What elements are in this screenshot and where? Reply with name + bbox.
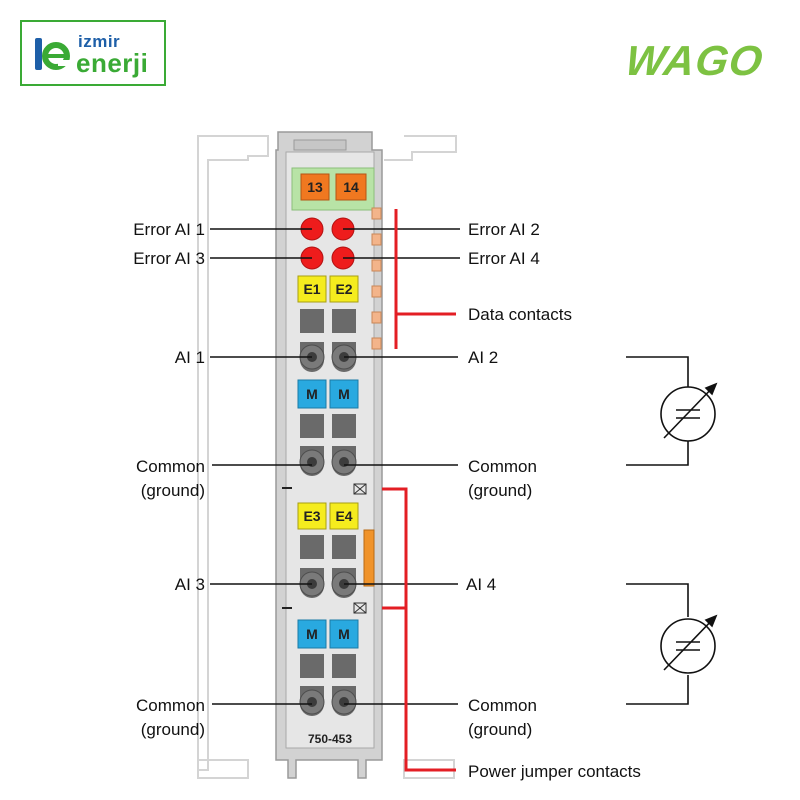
label-common-right-2: Common [468, 696, 537, 715]
terminal-common-3 [299, 686, 325, 716]
terminal-common-2 [331, 446, 357, 476]
tag-e2-label: E2 [335, 281, 352, 297]
power-jumper-bracket [382, 487, 456, 772]
logo-text-enerji: enerji [76, 48, 149, 78]
tag-m-label: M [338, 386, 350, 402]
label-ground-left-1: (ground) [141, 481, 205, 500]
tag-m: M [329, 619, 359, 649]
label-common-left-1: Common [136, 457, 205, 476]
label-ai4: AI 4 [466, 575, 496, 594]
tag-e2: E2 [329, 275, 359, 303]
label-data-contacts: Data contacts [468, 305, 572, 324]
tag-14: 14 [335, 173, 367, 201]
label-common-left-2: Common [136, 696, 205, 715]
tag-m-label: M [306, 386, 318, 402]
model-number: 750-453 [308, 732, 352, 746]
terminal-ai3 [299, 568, 325, 598]
release-slots [300, 654, 356, 678]
release-slots [300, 535, 356, 559]
tag-e4: E4 [329, 502, 359, 530]
power-jumper-marker [353, 483, 367, 495]
izmir-enerji-logo: izmir enerji [20, 20, 166, 86]
label-error-ai4: Error AI 4 [468, 249, 540, 268]
tag-e1-label: E1 [303, 281, 320, 297]
tag-m-label: M [338, 626, 350, 642]
release-slots [300, 309, 356, 333]
tag-14-label: 14 [343, 179, 359, 195]
label-error-ai2: Error AI 2 [468, 220, 540, 239]
tag-13-label: 13 [307, 179, 323, 195]
tag-m: M [297, 379, 327, 409]
label-ai2: AI 2 [468, 348, 498, 367]
label-ground-right-2: (ground) [468, 720, 532, 739]
tag-e4-label: E4 [335, 508, 352, 524]
label-ai1: AI 1 [175, 348, 205, 367]
ie-logo-icon [35, 38, 70, 70]
terminal-ai4 [331, 568, 357, 598]
tag-13: 13 [300, 173, 330, 201]
tag-m-label: M [306, 626, 318, 642]
label-ground-right-1: (ground) [468, 481, 532, 500]
terminal-common-4 [331, 686, 357, 716]
data-contact-pins [371, 207, 382, 350]
label-error-ai3: Error AI 3 [133, 249, 205, 268]
tag-e3: E3 [297, 502, 327, 530]
power-jumper-marker [353, 602, 367, 614]
tag-e3-label: E3 [303, 508, 320, 524]
tag-e1: E1 [297, 275, 327, 303]
leader-lines [210, 228, 460, 705]
label-error-ai1: Error AI 1 [133, 220, 205, 239]
sensor-symbol-2 [626, 583, 718, 705]
label-ai3: AI 3 [175, 575, 205, 594]
release-slots [300, 414, 356, 438]
label-ground-left-2: (ground) [141, 720, 205, 739]
tag-m: M [297, 619, 327, 649]
power-jumper-strip [363, 529, 375, 587]
label-common-right-1: Common [468, 457, 537, 476]
sensor-symbol-1 [626, 356, 718, 466]
tag-m: M [329, 379, 359, 409]
logo-text-izmir: izmir [78, 32, 121, 51]
data-contacts-bracket [394, 209, 456, 349]
label-power-jumper-contacts: Power jumper contacts [468, 762, 641, 781]
terminal-common-1 [299, 446, 325, 476]
